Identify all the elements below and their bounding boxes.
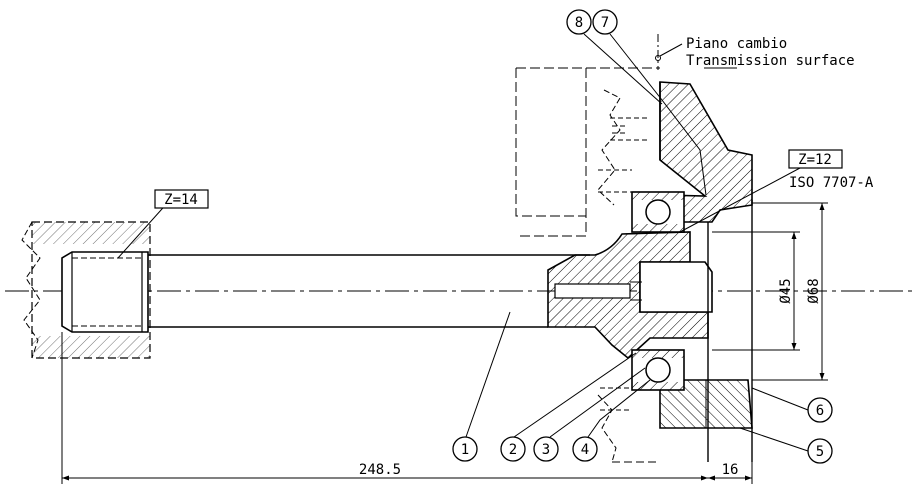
z-right-box: Z=12: [788, 149, 843, 169]
callout-5: 5: [807, 438, 833, 464]
dia-inner-dimension: Ø45: [712, 231, 800, 351]
svg-text:248.5: 248.5: [359, 462, 401, 478]
callout-1: 1: [452, 436, 478, 462]
svg-text:6: 6: [816, 403, 824, 419]
iso-label: ISO 7707-A: [789, 175, 874, 191]
dia-outer-dimension: Ø68: [752, 202, 828, 381]
svg-text:Ø68: Ø68: [806, 278, 822, 303]
callout-2: 2: [500, 436, 526, 462]
callout-3: 3: [533, 436, 559, 462]
length-dimension: 248.5: [61, 332, 708, 484]
upper-bearing: [631, 191, 685, 233]
callout-8: 8: [566, 9, 592, 35]
gearbox-phantom: [515, 67, 660, 463]
shaft: [148, 254, 590, 328]
svg-text:8: 8: [575, 15, 583, 31]
svg-text:1: 1: [461, 442, 469, 458]
lower-bearing: [631, 349, 685, 391]
bell-section: [547, 231, 713, 360]
svg-text:16: 16: [722, 462, 739, 478]
callout-4: 4: [572, 436, 598, 462]
callout-7: 7: [592, 9, 618, 35]
svg-text:4: 4: [581, 442, 589, 458]
svg-text:2: 2: [509, 442, 517, 458]
spline-end: [61, 251, 149, 333]
svg-text:7: 7: [601, 15, 609, 31]
upper-flange: [659, 81, 753, 223]
svg-text:5: 5: [816, 444, 824, 460]
plane-label-en: Transmission surface: [686, 53, 855, 69]
svg-text:3: 3: [542, 442, 550, 458]
callout-6: 6: [807, 397, 833, 423]
svg-text:Z=12: Z=12: [798, 152, 832, 168]
svg-text:Z=14: Z=14: [164, 192, 198, 208]
plane-label-it: Piano cambio: [686, 36, 787, 52]
offset-dimension: 16: [708, 462, 753, 484]
z-left-box: Z=14: [154, 189, 209, 209]
svg-text:Ø45: Ø45: [778, 278, 794, 303]
